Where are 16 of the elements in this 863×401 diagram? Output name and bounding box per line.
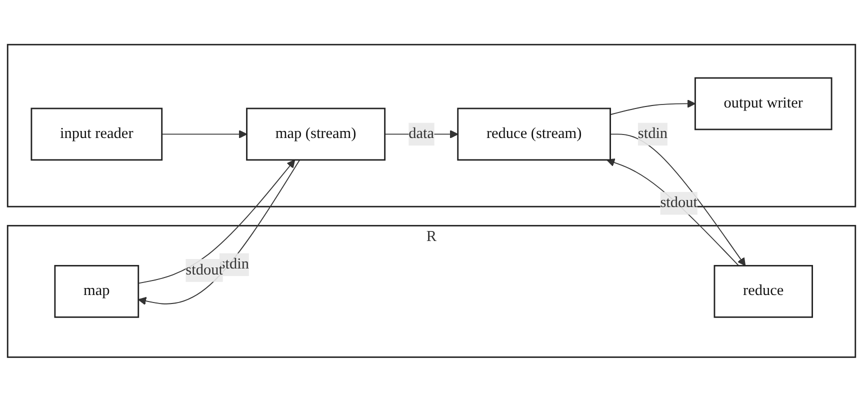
node-box: map (stream) [246,107,386,160]
arrow [138,159,296,284]
node-box: reduce (stream) [457,107,611,160]
arrow [161,130,248,138]
arrow [610,133,746,266]
edge-label: data [408,125,434,142]
edge-label: stdin [638,125,668,142]
edge-label: stdout [660,194,698,211]
arrow [606,158,740,266]
node-box: reduce [714,264,813,318]
arrow [610,99,696,115]
node-box: map [54,264,140,318]
cluster [6,44,856,207]
node-box: input reader [30,107,163,160]
arrow [138,159,300,305]
node-box: output writer [694,76,832,130]
